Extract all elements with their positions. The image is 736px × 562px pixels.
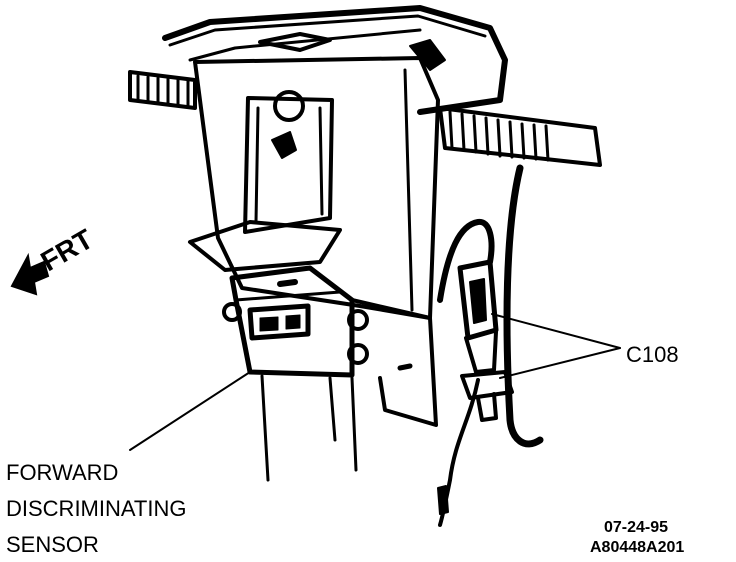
c108-connector — [457, 259, 514, 422]
connector-label: C108 — [626, 342, 679, 367]
right-crossmember — [438, 106, 602, 167]
left-crossmember — [128, 70, 197, 110]
figure-id: A80448A201 — [590, 539, 684, 556]
date-code: 07-24-95 — [604, 519, 668, 536]
forward-discriminating-sensor — [222, 265, 438, 482]
arrow-icon — [10, 252, 50, 296]
sensor-label-line3: SENSOR — [6, 532, 99, 557]
wiring-harness — [437, 164, 544, 527]
bracket-body — [188, 56, 440, 320]
frame-rail — [162, 5, 508, 115]
sensor-label-line1: FORWARD — [6, 460, 118, 485]
sensor-label-line2: DISCRIMINATING — [6, 496, 186, 521]
front-direction-arrow: FRT — [10, 223, 98, 296]
leader-lines — [129, 313, 621, 451]
